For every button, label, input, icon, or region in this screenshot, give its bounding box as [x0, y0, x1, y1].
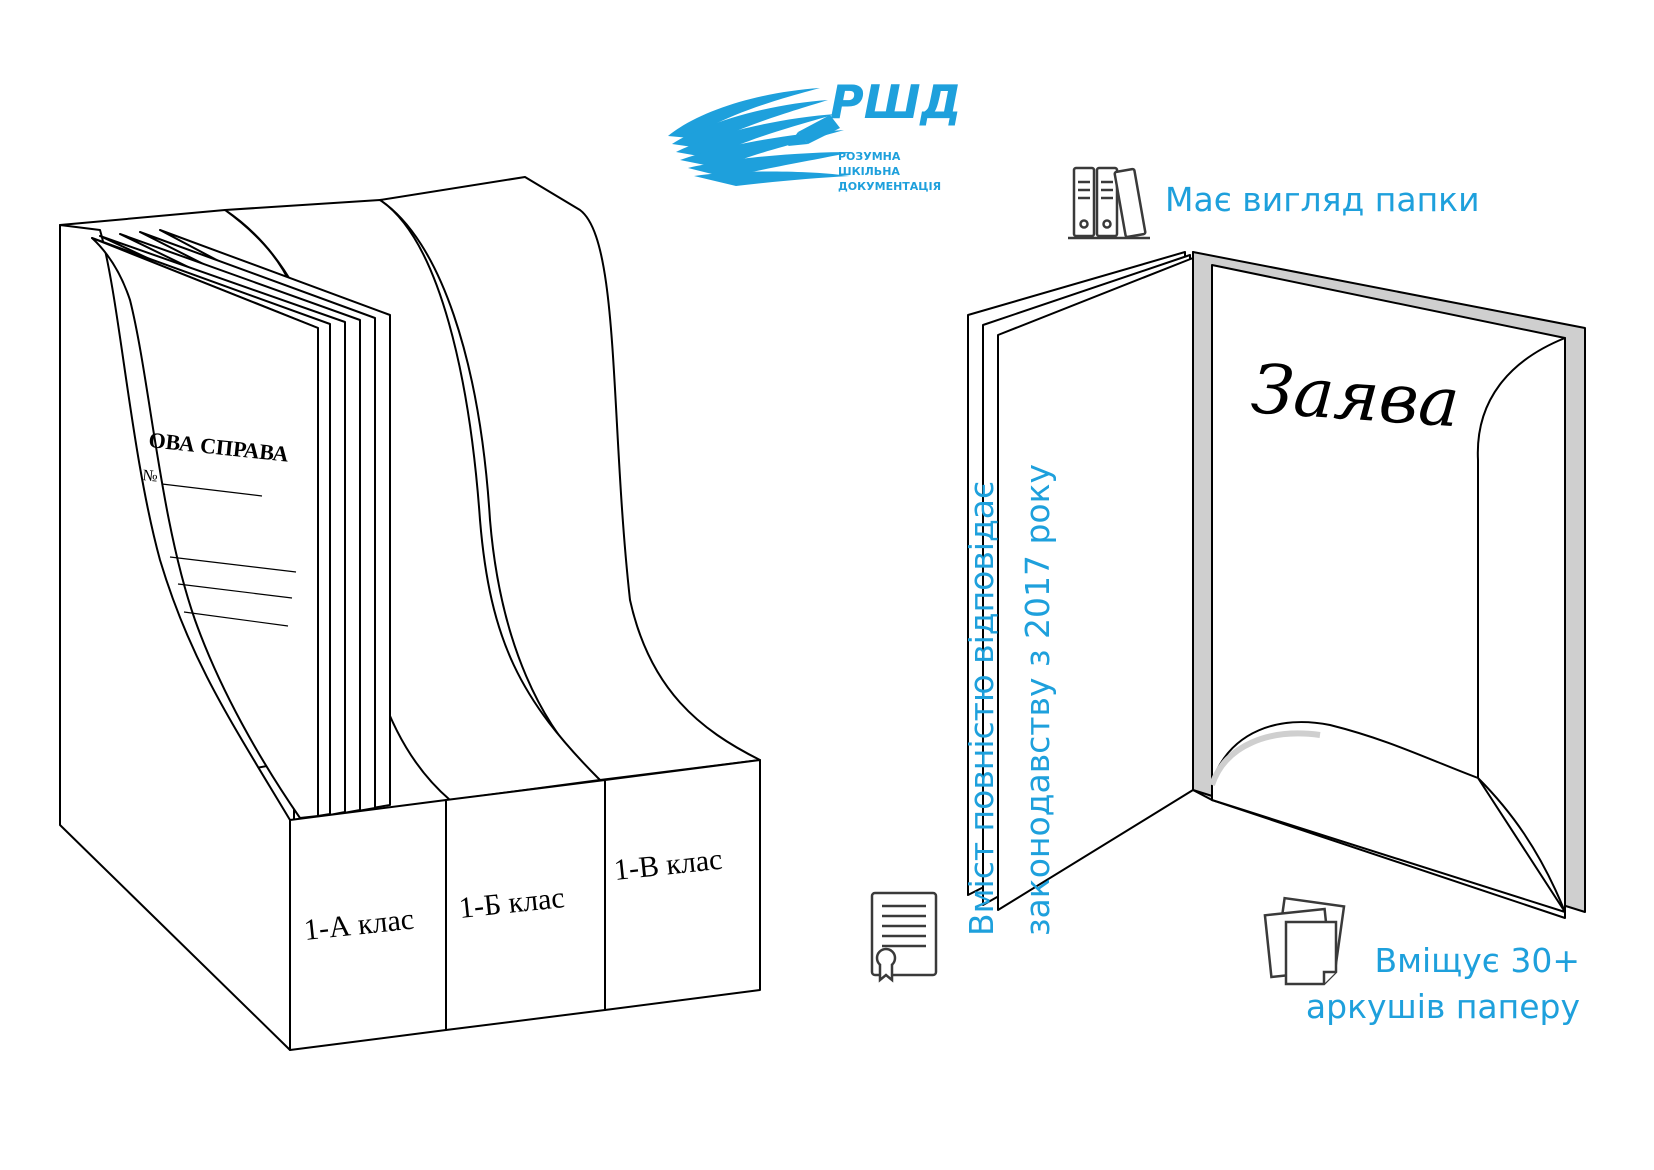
- binders-icon: [1068, 166, 1150, 240]
- logo-line-1: РОЗУМНА: [838, 150, 901, 163]
- feature-law-line-1: Вміст повністю відповідає: [962, 480, 1001, 936]
- feature-law-text: Вміст повністю відповідає законодавству …: [954, 376, 1066, 936]
- open-folder-label: Заява: [1249, 350, 1462, 443]
- papers-icon: [1263, 896, 1346, 986]
- feature-sheets-line-1: Вміщує 30+: [1374, 941, 1580, 980]
- book-pages-icon: [668, 88, 852, 186]
- folder-cover-number-sign: №: [142, 467, 159, 486]
- folders-stack: [91, 229, 391, 823]
- logo-line-3: ДОКУМЕНТАЦІЯ: [838, 180, 941, 193]
- folder-front-cover: [91, 237, 319, 819]
- feature-law-line-2: законодавству з 2017 року: [1018, 463, 1057, 936]
- logo: РШД РОЗУМНА ШКІЛЬНА ДОКУМЕНТАЦІЯ: [668, 75, 962, 193]
- open-folder: [967, 251, 1586, 919]
- box-front-panel-c: [604, 759, 761, 1011]
- logo-abbreviation: РШД: [830, 75, 962, 129]
- feature-sheets-text: Вміщує 30+ аркушів паперу: [1260, 938, 1580, 1030]
- feature-sheets-line-2: аркушів паперу: [1305, 987, 1580, 1026]
- box-front: [289, 759, 761, 1051]
- open-folder-side-pocket: [1476, 337, 1566, 913]
- feature-folder-text: Має вигляд папки: [1165, 180, 1480, 219]
- certificate-icon: [870, 891, 938, 983]
- open-folder-bottom-pocket: [1211, 721, 1566, 913]
- logo-line-2: ШКІЛЬНА: [838, 165, 900, 178]
- pencil-icon: [788, 115, 840, 146]
- box-left-side: [59, 224, 291, 1051]
